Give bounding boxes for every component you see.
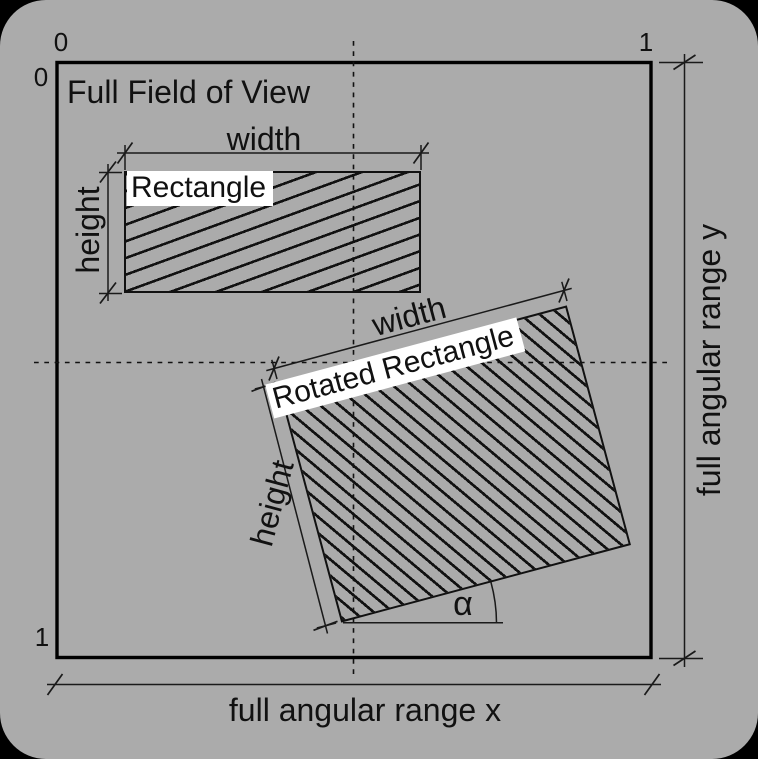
rot-width-ticks [268, 278, 570, 381]
range-x-ticks [46, 673, 661, 696]
rectangle-dimensions [99, 142, 430, 305]
range-y-label: full angular range y [691, 223, 727, 497]
fov-title: Full Field of View [67, 74, 311, 110]
rot-height-dim-line [260, 378, 329, 634]
alpha-arc [490, 581, 498, 623]
axis-tick-y0: 0 [33, 62, 49, 92]
rotated-rectangle-dimensions [251, 278, 572, 634]
range-y-extension-lines [659, 61, 703, 660]
axis-tick-x0: 0 [53, 27, 69, 57]
rot-width-dim-line [266, 287, 572, 372]
rect-height-label: height [70, 186, 106, 274]
rect-width-ticks [116, 142, 430, 164]
rect-width-extension-lines [124, 145, 422, 170]
rect-height-ticks [99, 160, 117, 305]
rect-height-extension-lines [99, 171, 122, 295]
axis-tick-y1: 1 [34, 622, 50, 652]
range-y-ticks [673, 54, 696, 667]
alpha-angle-label: α [453, 585, 473, 623]
range-x-label: full angular range x [228, 692, 502, 728]
rect-width-label: width [226, 121, 302, 157]
rectangle-name-label: Rectangle [127, 171, 274, 206]
range-dimensions [46, 54, 703, 696]
axis-tick-x1: 1 [638, 27, 654, 57]
